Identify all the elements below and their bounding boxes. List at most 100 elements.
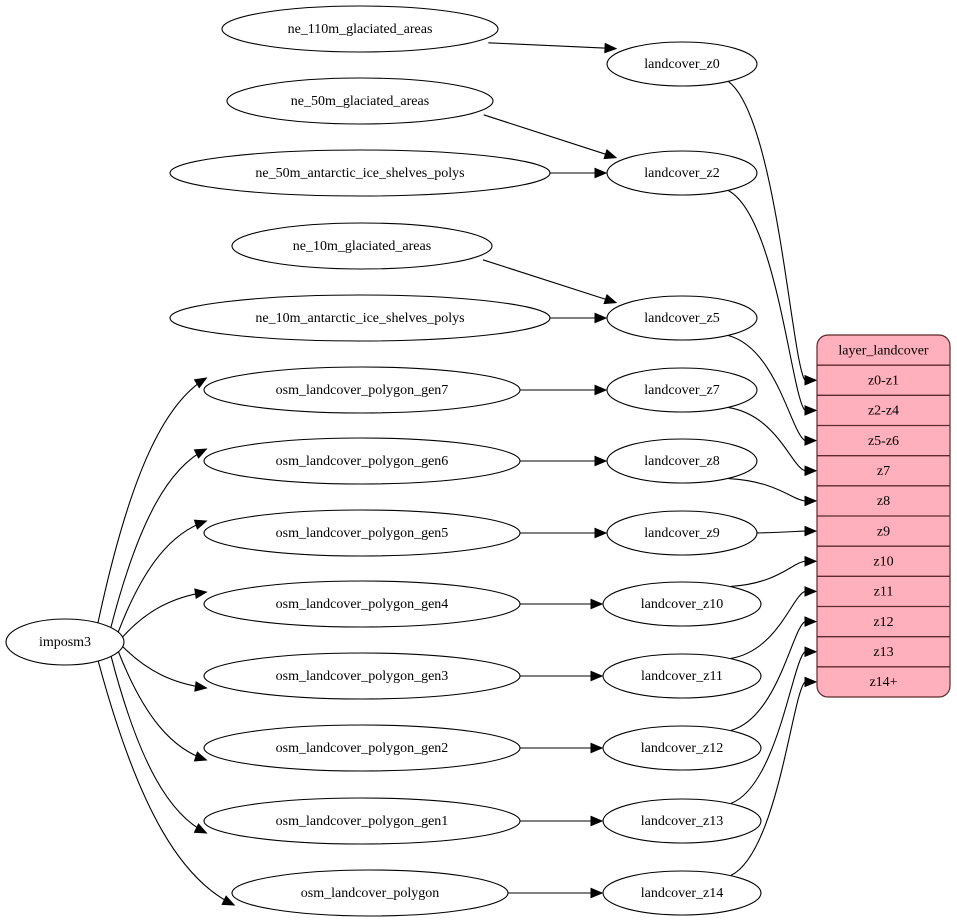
table-row-label: z12 [873,615,893,630]
table-row-label: z13 [873,645,893,660]
edge-arrowhead [604,42,618,54]
node-label: landcover_z2 [644,166,719,181]
table-row[interactable]: z5-z6 [868,434,899,449]
edge-arrowhead [590,670,604,682]
edge-imposm3-osm_landcover_polygon_gen5 [116,520,207,635]
edge-arrowhead [194,681,208,692]
node-shape [203,366,521,414]
node-shape [231,222,493,270]
node-label: landcover_z7 [644,383,719,398]
node-shape [203,797,521,845]
node-ne_50m_antarctic_ice_shelves_polys[interactable]: ne_50m_antarctic_ice_shelves_polys [169,149,551,197]
edge-arrowhead [594,455,608,467]
node-landcover_z0[interactable]: landcover_z0 [606,41,758,87]
node-shape [169,294,551,342]
table-row-label: z9 [877,524,890,539]
node-shape [606,510,758,556]
edge-landcover_z12-to-table [730,621,806,731]
table-layer-landcover[interactable]: layer_landcover z0-z1 z2-z4 z5-z6 z7 z8 z9 z10 z… [816,334,951,698]
table-row-label: z10 [873,554,893,569]
table-row[interactable]: z8 [877,494,890,509]
table-row[interactable]: z12 [873,615,893,630]
table-header-label: layer_landcover [838,343,929,358]
table-row[interactable]: z7 [877,464,890,479]
node-ne_10m_glaciated_areas[interactable]: ne_10m_glaciated_areas [231,222,493,270]
node-label: osm_landcover_polygon_gen7 [276,383,449,398]
node-shape [5,618,125,666]
node-shape [606,41,758,87]
node-label: landcover_z8 [644,454,719,469]
edge-landcover_z2-to-table [728,190,806,411]
edge-arrowhead [804,676,818,688]
node-osm_landcover_polygon_gen3[interactable]: osm_landcover_polygon_gen3 [203,652,521,700]
edge-arrowhead [804,405,818,416]
node-landcover_z9[interactable]: landcover_z9 [606,510,758,556]
edge-arrowhead [594,312,608,324]
edge-arrowhead [804,465,818,477]
edge-arrowhead [804,525,818,537]
node-landcover_z11[interactable]: landcover_z11 [602,653,762,699]
node-osm_landcover_polygon_gen5[interactable]: osm_landcover_polygon_gen5 [203,509,521,557]
node-ne_50m_glaciated_areas[interactable]: ne_50m_glaciated_areas [226,77,494,125]
edge-ne_50m_glaciated_areas-landcover_z2 [483,114,608,156]
node-label: ne_50m_antarctic_ice_shelves_polys [255,166,464,181]
node-osm_landcover_polygon_gen7[interactable]: osm_landcover_polygon_gen7 [203,366,521,414]
table-row-label: z8 [877,494,890,509]
node-landcover_z8[interactable]: landcover_z8 [606,438,758,484]
node-landcover_z14[interactable]: landcover_z14 [602,870,762,916]
node-ne_10m_antarctic_ice_shelves_polys[interactable]: ne_10m_antarctic_ice_shelves_polys [169,294,551,342]
node-landcover_z10[interactable]: landcover_z10 [602,581,762,627]
node-shape [602,870,762,916]
node-shape [602,653,762,699]
node-imposm3[interactable]: imposm3 [5,618,125,666]
edge-arrowhead [804,616,818,627]
table-row-label: z5-z6 [868,434,899,449]
node-label: landcover_z5 [644,311,719,326]
node-landcover_z5[interactable]: landcover_z5 [606,295,758,341]
node-label: ne_50m_glaciated_areas [291,94,429,109]
node-ne_110m_glaciated_areas[interactable]: ne_110m_glaciated_areas [221,5,499,53]
table-row[interactable]: z10 [873,554,893,569]
node-label: landcover_z11 [641,669,723,684]
node-osm_landcover_polygon_gen2[interactable]: osm_landcover_polygon_gen2 [203,724,521,772]
table-row-label: z2-z4 [868,404,899,419]
table-row[interactable]: z11 [874,585,894,600]
edge-imposm3-osm_landcover_polygon_gen6 [110,448,207,629]
node-landcover_z13[interactable]: landcover_z13 [602,798,762,844]
node-label: imposm3 [39,635,91,650]
node-osm_landcover_polygon[interactable]: osm_landcover_polygon [231,869,509,917]
table-row-label: z11 [874,585,894,600]
table-row[interactable]: z9 [877,524,890,539]
table-row[interactable]: z0-z1 [868,373,899,388]
table-row-label: z14+ [869,675,897,690]
table-row[interactable]: z2-z4 [868,404,899,419]
table-row-label: z7 [877,464,890,479]
node-osm_landcover_polygon_gen6[interactable]: osm_landcover_polygon_gen6 [203,437,521,485]
edge-arrowhead [594,527,608,539]
edge-landcover_z11-to-table [730,590,806,659]
node-shape [226,77,494,125]
node-landcover_z2[interactable]: landcover_z2 [606,150,758,196]
edge-arrowhead [804,374,818,386]
node-shape [606,438,758,484]
table-row[interactable]: z13 [873,645,893,660]
node-shape [203,580,521,628]
node-osm_landcover_polygon_gen1[interactable]: osm_landcover_polygon_gen1 [203,797,521,845]
table-row[interactable]: z14+ [869,675,897,690]
node-shape [203,437,521,485]
edge-arrowhead [590,887,604,899]
node-shape [606,367,758,413]
node-osm_landcover_polygon_gen4[interactable]: osm_landcover_polygon_gen4 [203,580,521,628]
node-landcover_z7[interactable]: landcover_z7 [606,367,758,413]
node-shape [221,5,499,53]
edge-arrowhead [193,751,208,762]
edge-landcover_z10-to-table [730,560,806,587]
edge-imposm3-osm_landcover_polygon_gen2 [117,649,207,761]
edge-arrowhead [193,823,208,834]
edge-ne_10m_glaciated_areas-landcover_z5 [482,259,608,301]
node-shape [203,652,521,700]
node-landcover_z12[interactable]: landcover_z12 [602,725,762,771]
edge-ne_110m_glaciated_areas-landcover_z0 [488,42,608,49]
edge-arrowhead [193,519,208,530]
